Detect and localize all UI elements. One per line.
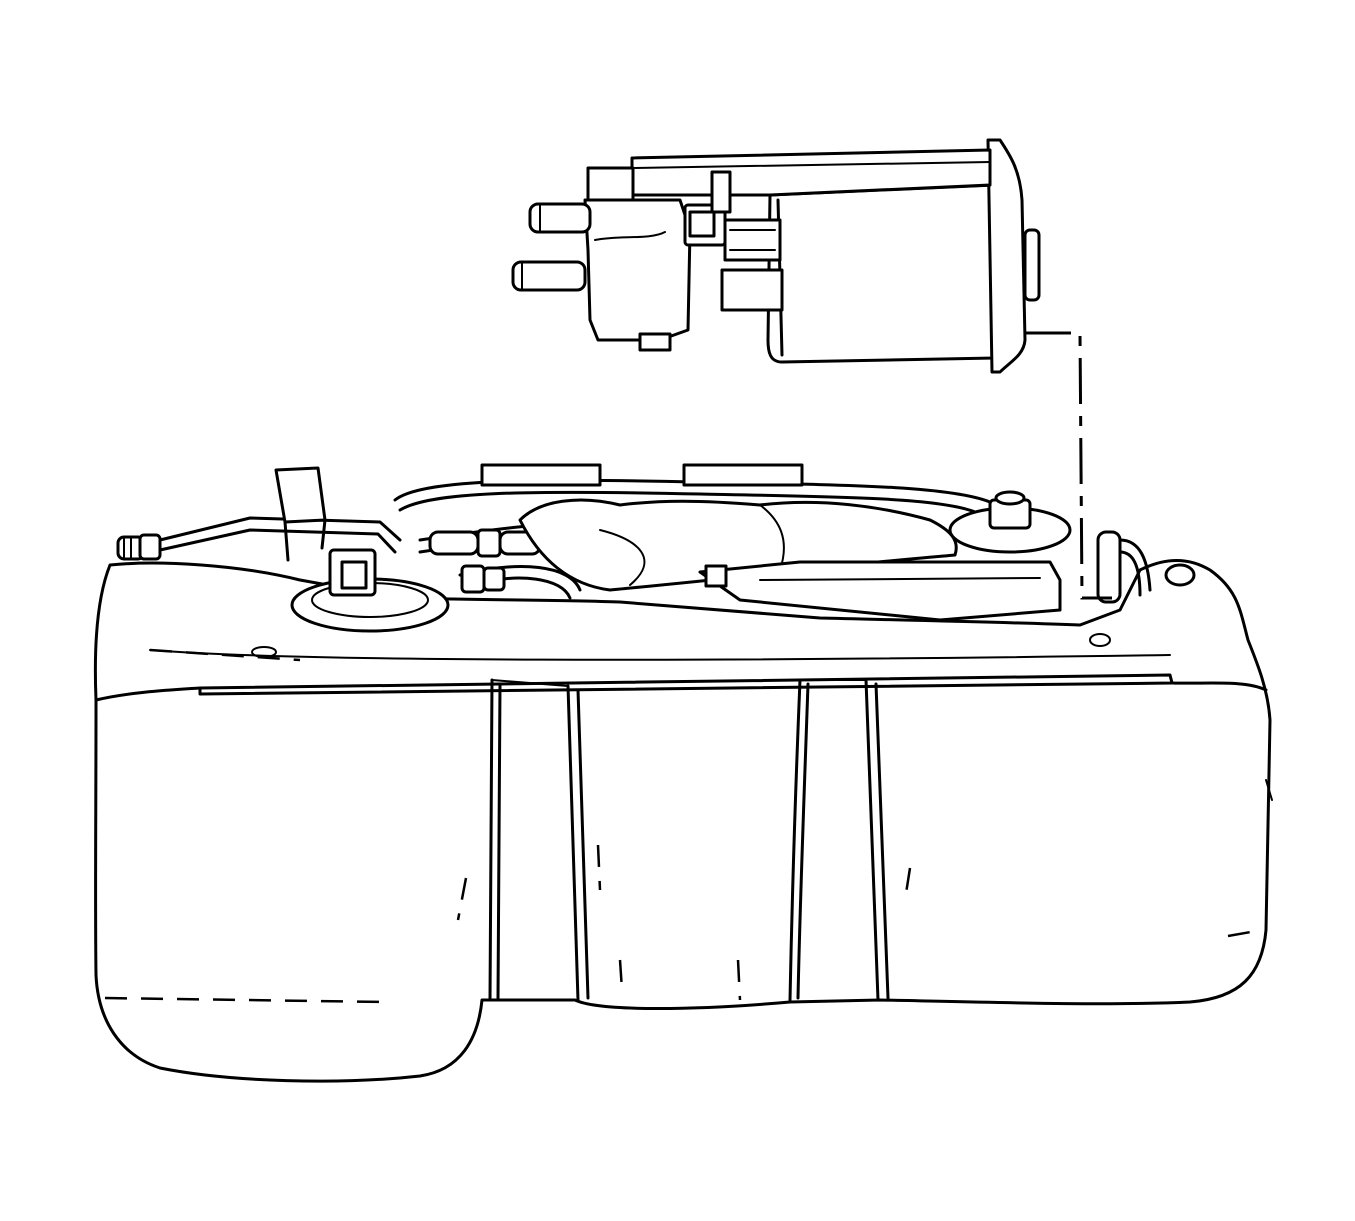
left-quick-connect (116, 533, 162, 561)
canister-upper-tube (630, 148, 992, 197)
filler-neck-stub (274, 466, 327, 524)
strap-pad-right (682, 463, 804, 487)
canister-top-clip (586, 166, 635, 202)
canister-bracket (698, 560, 1062, 622)
canister-connector (683, 170, 784, 312)
canister-body (766, 183, 997, 364)
strap-channel-left (488, 678, 590, 1002)
hose-connectors (428, 528, 542, 594)
tank-body-outline (93, 559, 1272, 1083)
evap-canister (511, 138, 1041, 374)
fuel-sender-cap (948, 490, 1072, 554)
hidden-edge-top-left (149, 648, 301, 662)
fuel-tank (93, 463, 1273, 1083)
canister-port-lower (511, 260, 587, 292)
strap-pad-left (480, 463, 602, 487)
tank-right-shoulder (1170, 681, 1268, 692)
hidden-edge-mid (736, 959, 742, 1001)
canister-bottom-tab (638, 332, 672, 352)
tank-left-shoulder (94, 686, 202, 702)
hidden-edge-center-low (618, 959, 624, 991)
hidden-edge-left-panel (456, 877, 468, 921)
hidden-edge-right-low (1227, 928, 1263, 938)
heat-shield (518, 498, 958, 592)
canister-port-upper (528, 202, 592, 234)
right-vent-fittings (1089, 530, 1196, 647)
fuel-pump-module-mount (290, 548, 450, 633)
canister-end-boss (1023, 228, 1041, 302)
purge-valve-body (583, 198, 692, 342)
hidden-edge-right-panel (903, 867, 912, 901)
tank-drain-hole (251, 646, 277, 658)
strap-channel-right (788, 678, 890, 1002)
installation-leader-line (1025, 331, 1112, 600)
canister-end-cap (986, 138, 1027, 374)
hidden-edge-center-panel (596, 844, 602, 891)
hidden-edge-bottom-left (104, 996, 386, 1004)
